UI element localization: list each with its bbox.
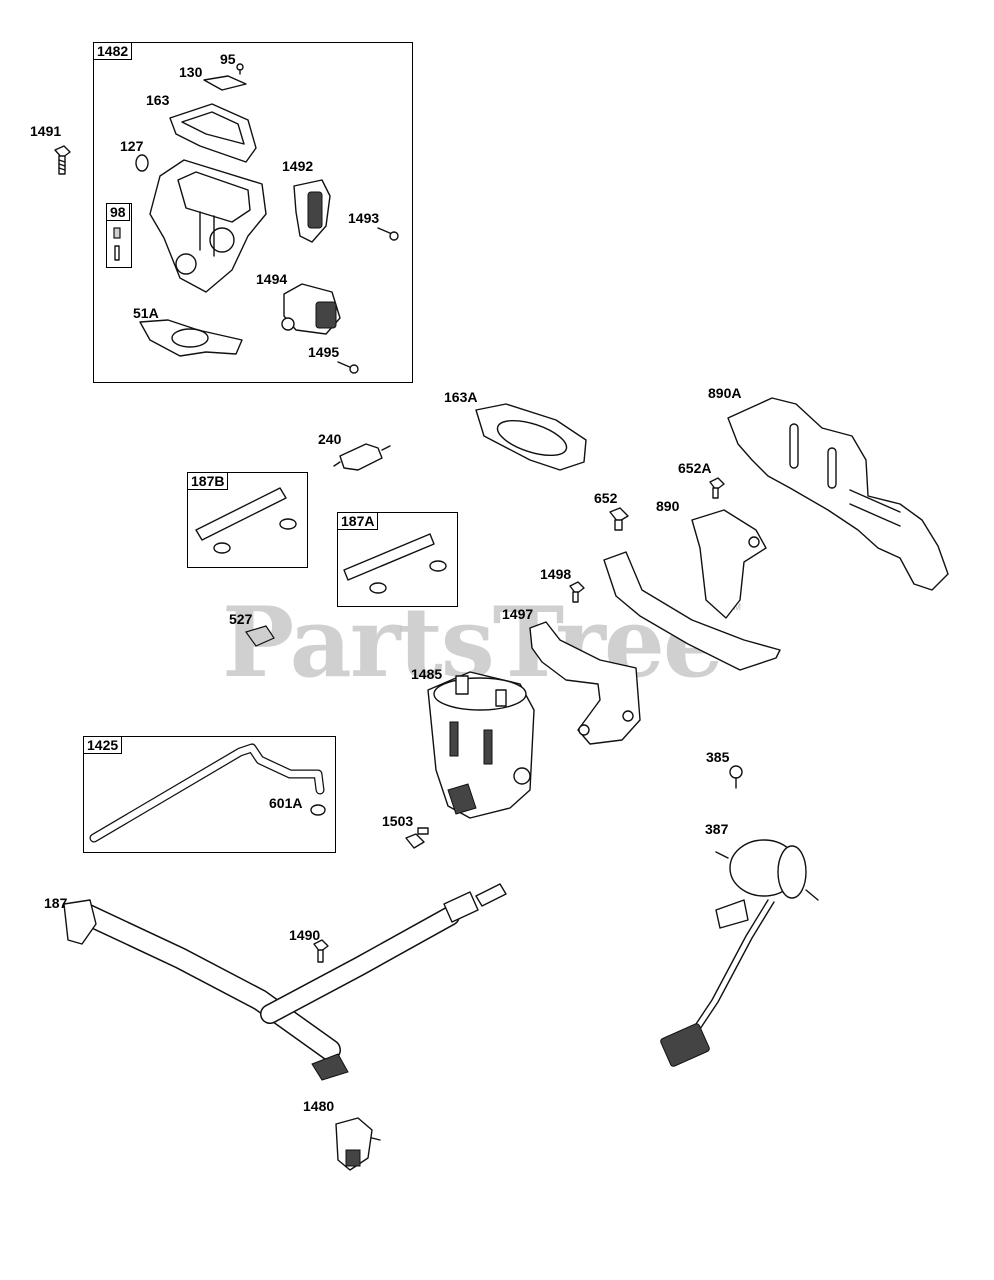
callout-1493[interactable]: 1493 xyxy=(348,210,380,226)
callout-1492[interactable]: 1492 xyxy=(282,158,314,174)
callout-1498[interactable]: 1498 xyxy=(540,566,572,582)
callout-890[interactable]: 890 xyxy=(656,498,680,514)
callout-1480[interactable]: 1480 xyxy=(303,1098,335,1114)
callout-163[interactable]: 163 xyxy=(146,92,170,108)
part-1495-screw xyxy=(337,361,359,374)
part-1494-actuator xyxy=(281,283,341,335)
part-187-hose-assembly xyxy=(63,883,507,1081)
kit-box-187B xyxy=(187,472,308,568)
kit-label-187A: 187A xyxy=(337,512,379,530)
part-652A-bolt xyxy=(709,477,725,499)
part-187B-hose xyxy=(195,487,297,554)
callout-601A[interactable]: 601A xyxy=(269,795,303,811)
callout-95[interactable]: 95 xyxy=(220,51,236,67)
part-1485-pump-module xyxy=(427,671,535,819)
part-95-screw xyxy=(236,63,244,75)
callout-1503[interactable]: 1503 xyxy=(382,813,414,829)
part-601A-clamp xyxy=(310,804,326,816)
callout-652[interactable]: 652 xyxy=(594,490,618,506)
part-1503-bolt xyxy=(405,827,429,849)
kit-label-98: 98 xyxy=(106,203,130,221)
callout-127[interactable]: 127 xyxy=(120,138,144,154)
kit-box-187A xyxy=(337,512,458,607)
callout-130[interactable]: 130 xyxy=(179,64,203,80)
callout-652A[interactable]: 652A xyxy=(678,460,712,476)
part-1492-sensor xyxy=(293,179,331,243)
part-130-gasket xyxy=(203,75,247,91)
callout-1495[interactable]: 1495 xyxy=(308,344,340,360)
callout-1490[interactable]: 1490 xyxy=(289,927,321,943)
callout-163A[interactable]: 163A xyxy=(444,389,478,405)
kit-label-1425: 1425 xyxy=(83,736,123,754)
callout-1485[interactable]: 1485 xyxy=(411,666,443,682)
part-652-bolt xyxy=(609,507,629,531)
part-890A-bracket xyxy=(727,397,949,591)
callout-387[interactable]: 387 xyxy=(705,821,729,837)
callout-1497[interactable]: 1497 xyxy=(502,606,534,622)
part-187A-hose xyxy=(343,533,447,594)
part-240-filter xyxy=(333,443,391,471)
part-385-screw xyxy=(729,765,743,789)
part-127-oring xyxy=(135,154,149,172)
part-1498-bolt xyxy=(569,581,585,603)
callout-527[interactable]: 527 xyxy=(229,611,253,627)
callout-240[interactable]: 240 xyxy=(318,431,342,447)
part-163A-gasket xyxy=(475,403,587,471)
part-1497-bracket xyxy=(529,621,641,745)
throttle-body xyxy=(149,159,267,293)
kit-box-1425 xyxy=(83,736,336,853)
callout-187[interactable]: 187 xyxy=(44,895,68,911)
callout-51A[interactable]: 51A xyxy=(133,305,159,321)
part-387-electric-pump xyxy=(660,839,819,1067)
callout-1494[interactable]: 1494 xyxy=(256,271,288,287)
part-1490-bolt xyxy=(313,939,329,963)
part-527-clip xyxy=(245,625,275,647)
part-98-pins xyxy=(113,227,121,261)
part-890-bracket xyxy=(603,509,781,671)
callout-890A[interactable]: 890A xyxy=(708,385,742,401)
callout-1491[interactable]: 1491 xyxy=(30,123,62,139)
part-1491-bolt xyxy=(54,145,71,175)
callout-385[interactable]: 385 xyxy=(706,749,730,765)
kit-label-1482: 1482 xyxy=(93,42,133,60)
part-163-gasket xyxy=(169,103,257,163)
part-1493-screw xyxy=(377,227,399,241)
kit-label-187B: 187B xyxy=(187,472,229,490)
part-1425-fuel-line xyxy=(89,743,325,843)
part-1480-fitting xyxy=(335,1117,381,1171)
kit-box-1482 xyxy=(93,42,413,383)
part-51A-gasket xyxy=(139,319,243,357)
